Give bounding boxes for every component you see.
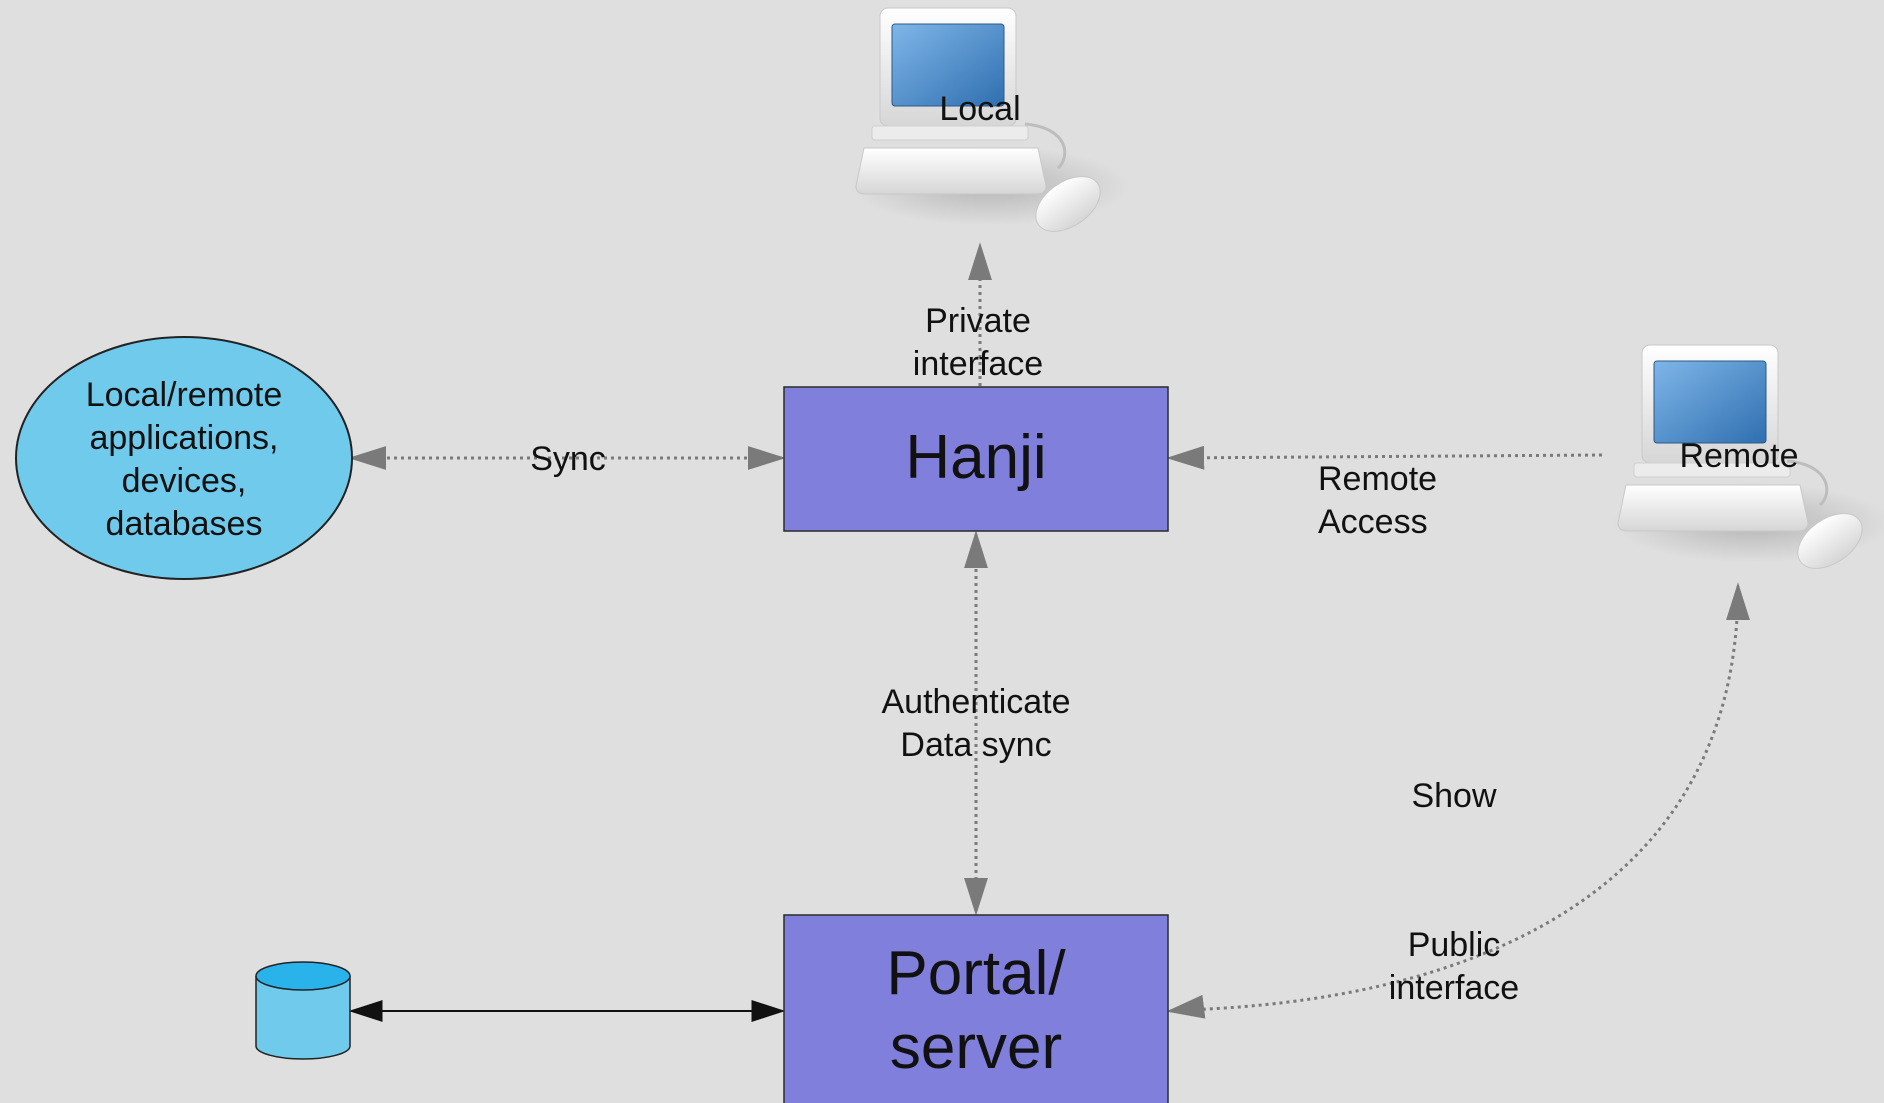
hanji-node: Hanji	[783, 386, 1169, 532]
apps-node: Local/remote applications, devices, data…	[15, 336, 353, 580]
apps-label-line1: Local/remote	[86, 376, 283, 414]
portal-server-node: Portal/ server	[783, 914, 1169, 1103]
remote-access-arrow	[1166, 445, 1603, 470]
apps-label-line2: applications,	[89, 419, 278, 457]
authenticate-label: Authenticate	[881, 683, 1070, 721]
private-interface-label-line1: Private	[925, 302, 1031, 340]
remote-access-label-line1: Remote	[1318, 460, 1437, 498]
private-interface-label-line2: interface	[913, 345, 1043, 383]
portal-label-line1: Portal/	[886, 939, 1066, 1008]
public-interface-label-line1: Public	[1408, 926, 1501, 964]
hanji-label: Hanji	[905, 423, 1046, 492]
data-sync-label: Data sync	[900, 726, 1051, 764]
remote-computer-icon: Remote	[1612, 344, 1884, 569]
remote-label: Remote	[1679, 437, 1798, 475]
sync-label: Sync	[530, 440, 606, 478]
remote-access-label-line2: Access	[1318, 503, 1428, 541]
apps-label-line3: devices,	[122, 462, 247, 500]
public-interface-label-line2: interface	[1389, 969, 1519, 1007]
apps-label-line4: databases	[106, 505, 263, 543]
local-computer-icon: Local	[850, 7, 1130, 232]
database-cylinder-icon	[255, 961, 351, 1060]
local-label: Local	[939, 90, 1020, 128]
show-label: Show	[1411, 777, 1496, 815]
portal-label-line2: server	[890, 1013, 1062, 1082]
